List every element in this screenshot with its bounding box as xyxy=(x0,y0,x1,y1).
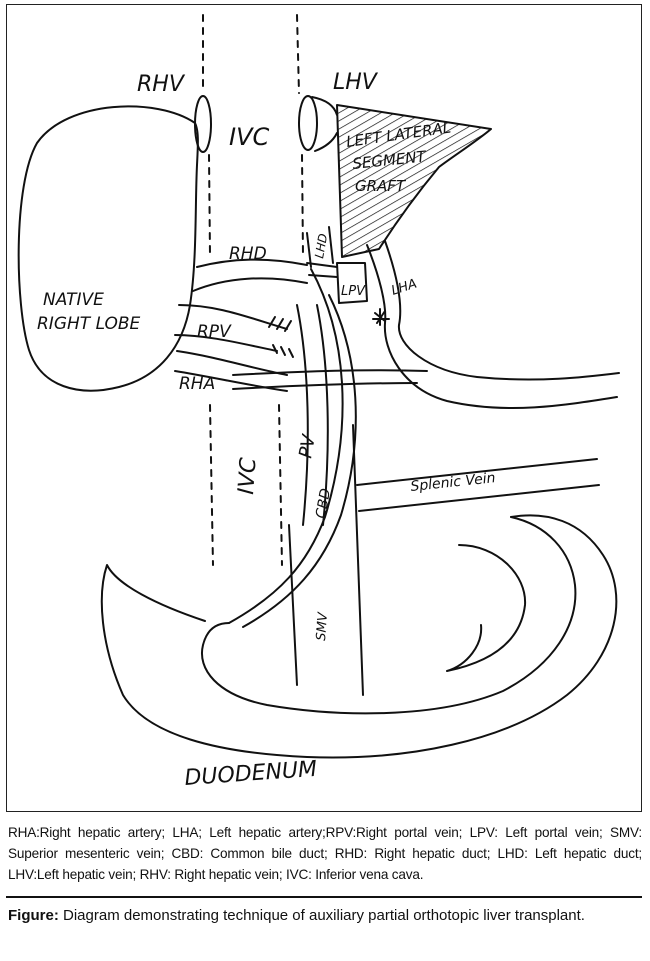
label-native-1: NATIVE xyxy=(43,290,104,310)
rpv-vessel xyxy=(174,304,288,352)
smv-vessel xyxy=(288,424,364,696)
abbreviation-legend: RHA:Right hepatic artery; LHA; Left hepa… xyxy=(8,825,642,882)
label-rhv: RHV xyxy=(137,72,186,97)
label-rpv: RPV xyxy=(197,322,232,342)
duodenum-inner-loop xyxy=(446,544,527,672)
label-smv: SMV xyxy=(314,611,331,641)
label-duodenum: DUODENUM xyxy=(184,757,318,791)
ivc-right-dashed-line xyxy=(296,14,304,256)
lha-anastomosis-star xyxy=(372,308,390,326)
horizontal-vessels xyxy=(232,369,428,390)
lpv-box xyxy=(336,262,368,304)
liver-transplant-diagram: RHV LHV IVC LEFT LATERAL SEGMENT GRAFT N… xyxy=(17,14,620,791)
label-splenic-vein: Splenic Vein xyxy=(410,470,497,495)
label-native-2: RIGHT LOBE xyxy=(37,314,141,334)
anastomosis-ticks xyxy=(268,316,294,358)
label-ivc-bottom: IVC xyxy=(234,456,262,495)
label-lpv: LPV xyxy=(341,284,366,299)
figure-caption: Figure: Diagram demonstrating technique … xyxy=(8,904,642,927)
label-rhd: RHD xyxy=(229,244,267,264)
splenic-vein xyxy=(356,458,600,512)
ivc-left-dashed-line xyxy=(202,14,211,256)
diagram-frame: RHV LHV IVC LEFT LATERAL SEGMENT GRAFT N… xyxy=(6,4,642,812)
caption-text: Diagram demonstrating technique of auxil… xyxy=(58,907,585,924)
label-graft-3: GRAFT xyxy=(355,177,407,195)
stomach-outer xyxy=(100,514,618,759)
caption-lead: Figure: xyxy=(8,907,59,924)
label-lhv: LHV xyxy=(333,70,379,95)
label-lhd: LHD xyxy=(312,233,330,260)
caption-divider xyxy=(6,896,642,898)
lhv-stump xyxy=(298,95,318,151)
label-cbd: CBD xyxy=(313,487,334,520)
ivc-lower-dashed-lines xyxy=(209,404,283,566)
native-right-lobe xyxy=(17,105,199,392)
label-lha: LHA xyxy=(390,277,419,299)
label-ivc-top: IVC xyxy=(229,123,269,151)
lhd-tube xyxy=(306,226,334,268)
portal-vein-trunk xyxy=(228,268,357,628)
lhv-anastomosis xyxy=(311,96,338,152)
common-bile-duct xyxy=(296,304,329,526)
label-pv: PV xyxy=(295,432,320,460)
stomach-inner xyxy=(201,516,577,715)
label-rha: RHA xyxy=(179,374,215,394)
rhd-duct xyxy=(192,258,308,292)
left-lateral-segment-graft xyxy=(336,104,492,258)
